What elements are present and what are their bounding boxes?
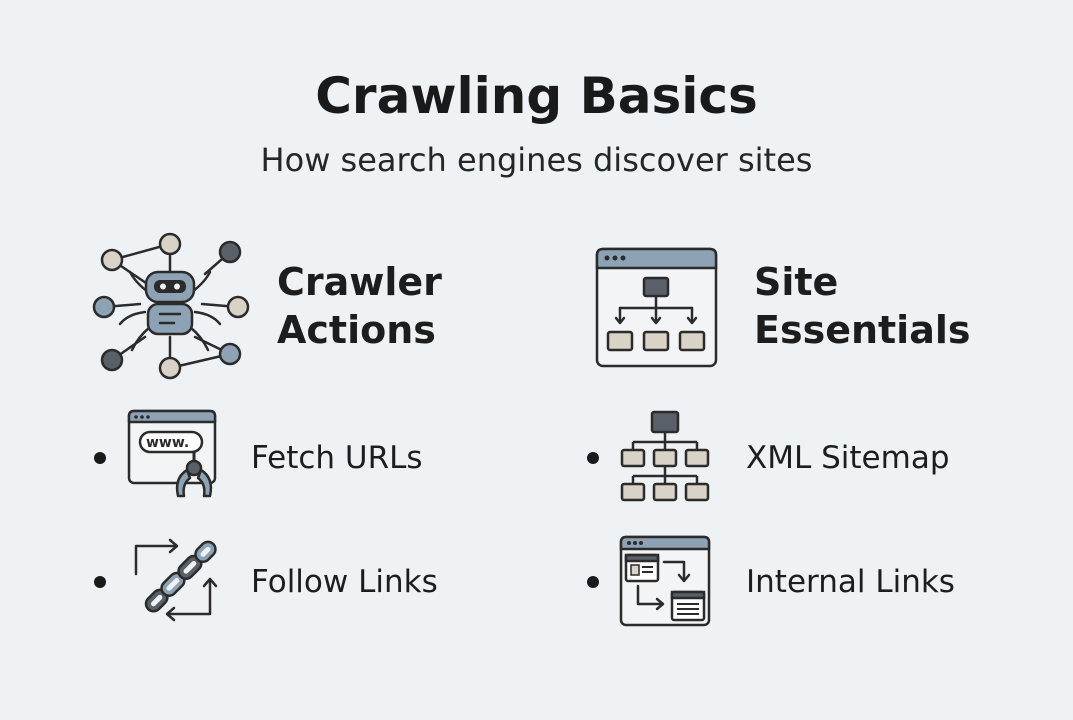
bullet xyxy=(587,576,599,588)
bullet xyxy=(94,576,106,588)
item-label-xml-sitemap: XML Sitemap xyxy=(746,440,950,476)
section-title-site-essentials: Site Essentials xyxy=(754,258,971,354)
sitemap-tree-icon xyxy=(620,410,710,502)
site-structure-icon xyxy=(595,247,718,368)
url-text: www. xyxy=(146,435,189,451)
section-title-crawler-actions: Crawler Actions xyxy=(277,258,442,354)
spider-robot-icon xyxy=(92,232,250,380)
section-title-line: Site xyxy=(754,260,839,304)
bullet xyxy=(587,452,599,464)
item-label-internal-links: Internal Links xyxy=(746,564,955,600)
item-label-follow-links: Follow Links xyxy=(251,564,438,600)
section-title-line: Actions xyxy=(277,308,436,352)
page-subtitle: How search engines discover sites xyxy=(260,141,813,179)
section-title-line: Essentials xyxy=(754,308,971,352)
item-label-fetch-urls: Fetch URLs xyxy=(251,440,423,476)
section-title-line: Crawler xyxy=(277,260,442,304)
internal-links-icon xyxy=(619,535,711,627)
bullet xyxy=(94,452,106,464)
browser-grab-icon: www. xyxy=(127,409,217,498)
page-title: Crawling Basics xyxy=(315,67,758,125)
chain-links-icon xyxy=(134,538,218,622)
